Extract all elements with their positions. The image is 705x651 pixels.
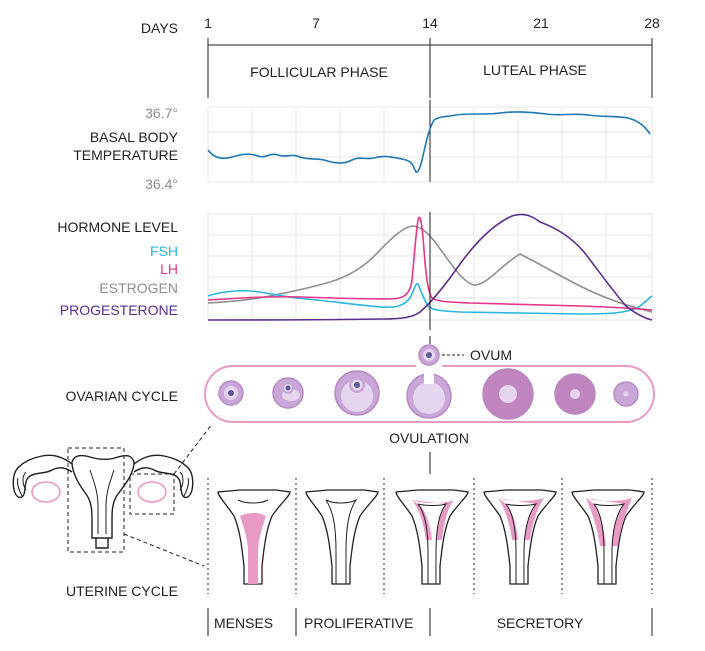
lh-curve <box>207 216 653 311</box>
uterus-secretory-mid-icon <box>483 489 557 585</box>
fsh-legend: FSH <box>150 243 178 259</box>
estrogen-curve <box>207 225 653 313</box>
temp-high-label: 36.7° <box>145 105 178 121</box>
uterus-secretory-early-icon <box>395 489 469 585</box>
proliferative-label: PROLIFERATIVE <box>304 615 413 631</box>
follicle-stage-3-icon <box>334 370 380 416</box>
menses-label: MENSES <box>214 615 273 631</box>
day-axis-lines <box>207 38 653 98</box>
secretory-label: SECRETORY <box>497 615 584 631</box>
uterus-menses-icon <box>217 489 291 585</box>
ovum-icon <box>418 344 440 366</box>
day-tick-14: 14 <box>422 15 438 31</box>
uterus-secretory-late-icon <box>571 489 645 585</box>
follicular-phase-label: FOLLICULAR PHASE <box>250 64 388 80</box>
uterine-cycle-label: UTERINE CYCLE <box>66 583 178 599</box>
estrogen-legend: ESTROGEN <box>99 280 178 296</box>
follicle-stage-2-icon <box>272 377 304 409</box>
follicle-stage-1-icon <box>218 380 244 406</box>
uterus-anatomy-icon <box>12 454 194 549</box>
temperature-curve <box>207 111 651 173</box>
day-tick-21: 21 <box>533 15 549 31</box>
day-tick-7: 7 <box>312 15 320 31</box>
days-heading: DAYS <box>141 20 178 36</box>
zoom-dashed-lines <box>67 423 213 567</box>
ovum-label: OVUM <box>470 347 512 363</box>
right-ovary-icon <box>137 481 167 503</box>
day-tick-1: 1 <box>204 15 212 31</box>
progesterone-legend: PROGESTERONE <box>60 302 178 318</box>
progesterone-curve <box>207 213 653 321</box>
ovulation-label: OVULATION <box>389 430 469 446</box>
day-tick-28: 28 <box>644 15 660 31</box>
corpus-luteum-regressing-icon <box>554 373 596 415</box>
left-ovary-icon <box>31 481 61 503</box>
temp-low-label: 36.4° <box>145 176 178 192</box>
lh-legend: LH <box>160 261 178 277</box>
temp-label-line2: TEMPERATURE <box>73 147 178 163</box>
uterine-phase-dividers <box>207 608 653 636</box>
hormone-title: HORMONE LEVEL <box>57 219 178 235</box>
uterus-proliferative-icon <box>305 489 379 585</box>
temp-label-line1: BASAL BODY <box>90 129 179 145</box>
uterine-stage-dividers <box>207 478 653 594</box>
ruptured-follicle-icon <box>406 370 452 419</box>
corpus-albicans-icon <box>613 381 639 407</box>
ovarian-cycle-label: OVARIAN CYCLE <box>65 388 178 404</box>
luteal-phase-label: LUTEAL PHASE <box>483 62 587 78</box>
corpus-luteum-icon <box>482 368 534 420</box>
